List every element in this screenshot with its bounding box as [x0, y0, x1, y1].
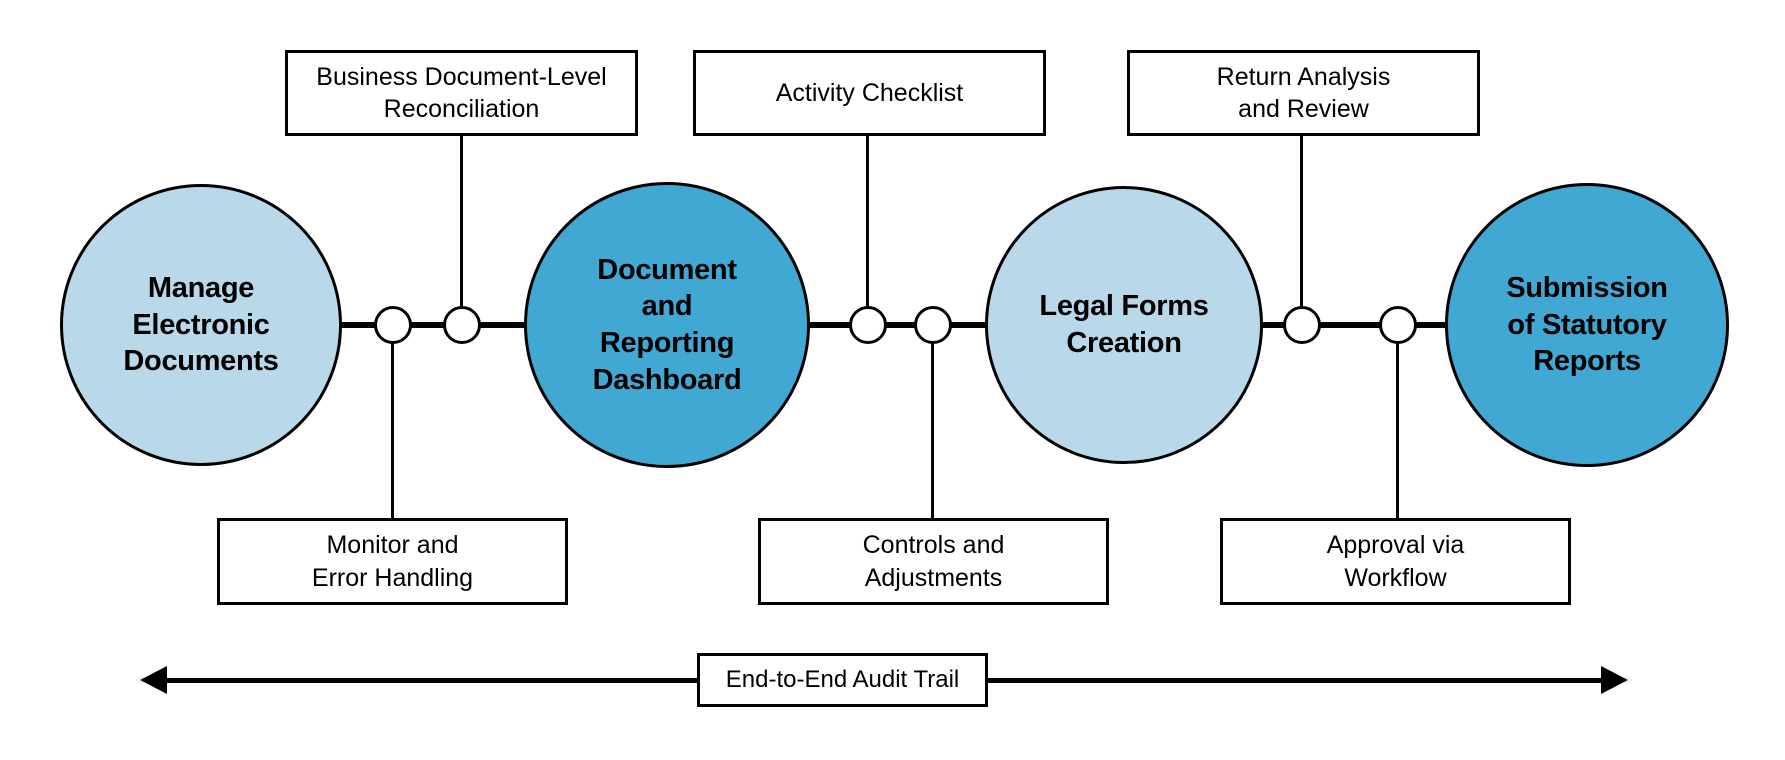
callout-monitor-and-error-handling: Monitor and Error Handling: [217, 518, 568, 605]
stage-label: Submission of Statutory Reports: [1506, 272, 1668, 378]
stage-label: Legal Forms Creation: [1039, 290, 1209, 359]
callout-label: Monitor and Error Handling: [311, 531, 474, 592]
audit-trail-box: End-to-End Audit Trail: [697, 653, 988, 707]
connector-dot: [914, 306, 952, 344]
connector-dot: [374, 306, 412, 344]
connector-line-down-approval: [1396, 342, 1399, 521]
stage-circle-manage-electronic-documents: Manage Electronic Documents: [60, 184, 342, 466]
callout-label: Business Document-Level Reconciliation: [316, 62, 607, 124]
connector-line-up-reconciliation: [460, 132, 463, 308]
stage-circle-legal-forms-creation: Legal Forms Creation: [985, 186, 1263, 464]
callout-label: Return Analysis and Review: [1216, 62, 1391, 124]
callout-label: Controls and Adjustments: [862, 531, 1005, 592]
callout-business-document-level-reconciliation: Business Document-Level Reconciliation: [285, 50, 638, 136]
stage-label: Manage Electronic Documents: [123, 272, 279, 378]
connector-dot: [443, 306, 481, 344]
connector-line-up-return-analysis: [1300, 132, 1303, 308]
callout-label: Approval via Workflow: [1326, 531, 1465, 592]
arrow-head-left-icon: [140, 666, 167, 694]
audit-trail-label: End-to-End Audit Trail: [725, 666, 960, 693]
process-connector-line: [201, 322, 1587, 328]
connector-line-up-activity-checklist: [866, 132, 869, 308]
stage-circle-submission-statutory-reports: Submission of Statutory Reports: [1445, 183, 1729, 467]
callout-label: Activity Checklist: [775, 78, 964, 107]
connector-dot: [1283, 306, 1321, 344]
connector-dot: [1379, 306, 1417, 344]
callout-approval-via-workflow: Approval via Workflow: [1220, 518, 1571, 605]
connector-dot: [849, 306, 887, 344]
arrow-head-right-icon: [1601, 666, 1628, 694]
stage-label: Document and Reporting Dashboard: [592, 253, 742, 396]
connector-line-down-monitor: [391, 342, 394, 521]
stage-circle-document-reporting-dashboard: Document and Reporting Dashboard: [524, 182, 810, 468]
callout-return-analysis-and-review: Return Analysis and Review: [1127, 50, 1480, 136]
connector-line-down-controls: [931, 342, 934, 521]
callout-activity-checklist: Activity Checklist: [693, 50, 1046, 136]
callout-controls-and-adjustments: Controls and Adjustments: [758, 518, 1109, 605]
